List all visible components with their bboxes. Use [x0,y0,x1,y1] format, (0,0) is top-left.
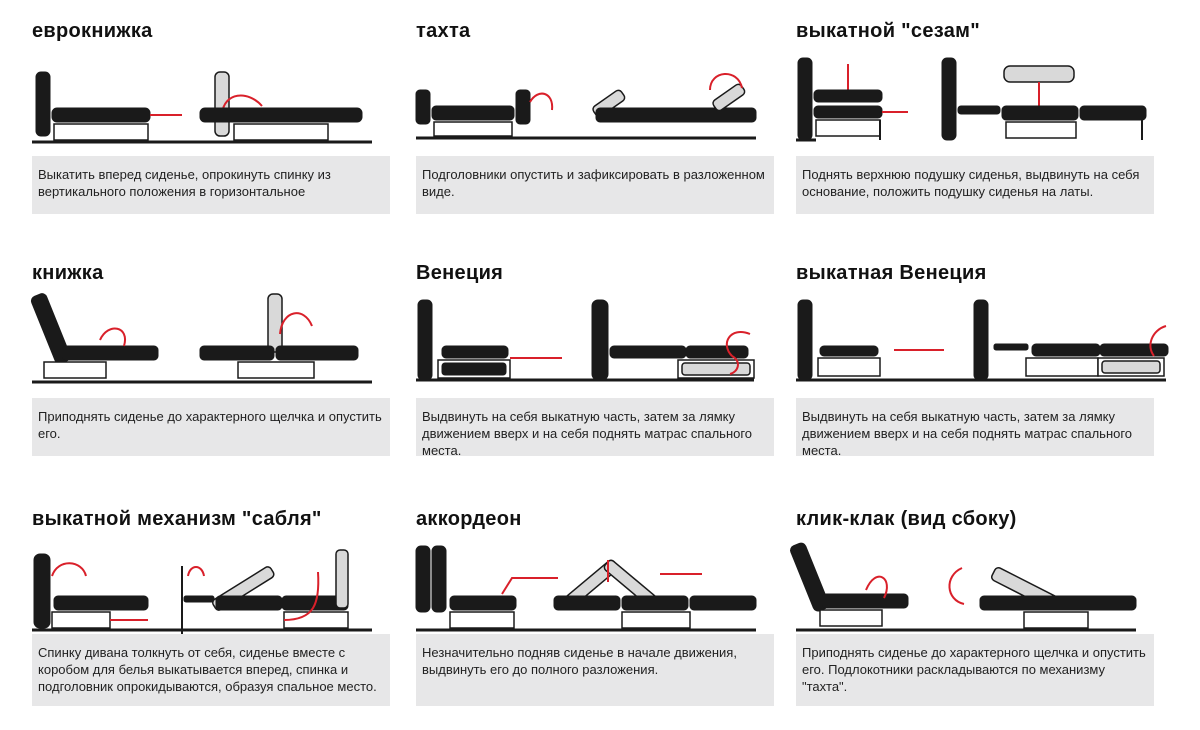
mechanism-title: выкатной механизм "сабля" [32,508,322,530]
accordion-diagram [415,545,757,632]
mechanism-description: Спинку дивана толкнуть от себя, сиденье … [32,634,390,706]
mechanism-description: Выкатить вперед сиденье, опрокинуть спин… [32,156,390,214]
mechanism-card-takhta: тахта Подголовники опустить и зафиксиров… [415,20,786,242]
mechanism-title: еврокнижка [32,20,153,42]
mechanism-description: Выдвинуть на себя выкатную часть, затем … [416,398,774,458]
mechanism-description: Незначительно подняв сиденье в начале дв… [416,634,774,706]
sablya-diagram [32,549,372,634]
eurobook-diagram [32,71,372,144]
mechanism-card-venice: Венеция Выдвинуть на себя выкатную часть… [416,262,786,484]
mechanism-card-accordion: аккордеон Незначительно подняв сиденье в… [415,508,786,730]
mechanism-description: Поднять верхнюю подушку сиденья, выдвину… [796,156,1154,214]
mechanism-title: аккордеон [416,508,522,530]
mechanism-card-sablya: выкатной механизм "сабля" Спинку дивана … [32,508,402,730]
mechanism-card-sezam: выкатной "сезам" Поднять верхнюю подушку… [796,20,1166,242]
sezam-diagram [796,57,1147,142]
mechanism-description: Приподнять сиденье до характерного щелчк… [32,398,390,456]
click-clack-diagram [790,542,1137,632]
mechanism-title: книжка [32,262,104,284]
mechanism-card-click-clack: клик-клак (вид сбоку) Приподнять сиденье… [790,508,1166,730]
mechanism-title: выкатная Венеция [796,262,987,284]
mechanism-title: выкатной "сезам" [796,20,981,42]
book-diagram [30,293,372,384]
mechanism-description: Выдвинуть на себя выкатную часть, затем … [796,398,1154,458]
mechanism-card-eurobook: еврокнижка Выкатить вперед сиденье, опро… [32,20,402,242]
takhta-diagram [415,73,757,140]
mechanism-description: Подголовники опустить и зафиксировать в … [416,156,774,214]
venice-diagram [416,299,755,382]
mechanism-title: тахта [416,20,471,42]
mechanism-description: Приподнять сиденье до характерного щелчк… [796,634,1154,706]
mechanism-title: Венеция [416,262,504,284]
mechanism-title: клик-клак (вид сбоку) [796,508,1017,530]
rollout-venice-diagram [796,299,1169,382]
mechanism-card-rollout-venice: выкатная Венеция Выдвинуть на себя выкат… [796,262,1169,484]
mechanism-card-book: книжка Приподнять сиденье до характерног… [30,262,402,484]
